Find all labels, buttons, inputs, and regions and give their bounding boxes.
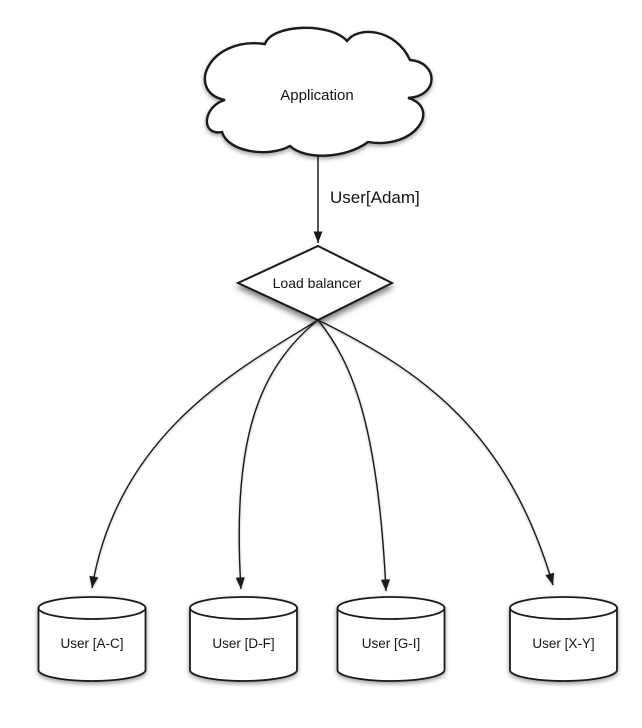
shard-label-g-i: User [G-I] (362, 636, 421, 651)
cylinder-body (509, 607, 618, 682)
load-balancer-label: Load balancer (273, 275, 362, 291)
cylinder-top (37, 596, 147, 620)
shard-node-g-i: User [G-I] (336, 596, 446, 682)
shard-label-d-f: User [D-F] (212, 636, 274, 651)
lb-to-shard1-arrow (89, 319, 319, 589)
cylinder-body (37, 607, 147, 682)
load-balancer-node: Load balancer (235, 244, 395, 322)
edge-app-to-lb: User[Adam] (313, 155, 420, 243)
lb-to-shard2-arrow (235, 319, 319, 590)
lb-to-shard4-arrow (317, 319, 555, 586)
lb-to-shard3-arrow (317, 319, 390, 592)
cylinder-top (189, 596, 298, 620)
edge-label-user-adam: User[Adam] (330, 188, 420, 207)
application-label: Application (280, 87, 353, 104)
cylinder-body (189, 607, 298, 682)
cylinder-body (336, 607, 446, 682)
application-cloud-node: Application (203, 26, 433, 157)
shard-node-d-f: User [D-F] (189, 596, 298, 682)
shard-node-a-c: User [A-C] (37, 596, 147, 682)
cloud-shape (203, 26, 433, 157)
shard-node-x-y: User [X-Y] (509, 596, 618, 682)
cylinder-top (336, 596, 446, 620)
cylinder-top (509, 596, 618, 620)
shard-label-a-c: User [A-C] (60, 636, 123, 651)
shard-label-x-y: User [X-Y] (532, 636, 594, 651)
edges-lb-to-shards (89, 319, 555, 592)
